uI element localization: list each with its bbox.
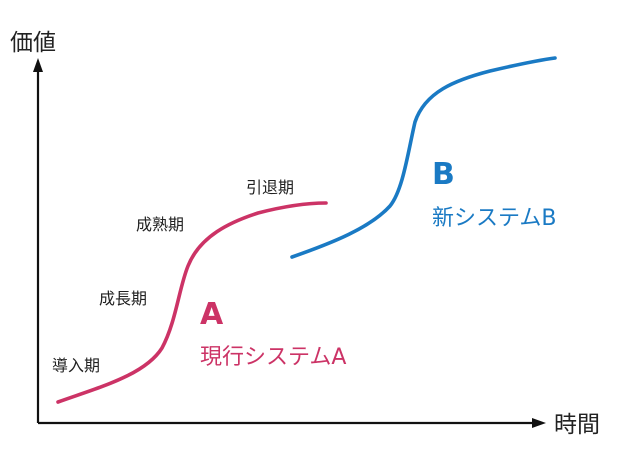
- system-b-letter: B: [432, 157, 455, 192]
- system-a-curve: [56, 201, 328, 404]
- system-b-curve: [290, 56, 557, 259]
- stage-introduction-label: 導入期: [52, 356, 100, 375]
- y-axis-label: 価値: [10, 30, 56, 56]
- system-a-letter: A: [200, 297, 224, 332]
- x-axis-arrowhead: [532, 418, 546, 428]
- stage-decline-label: 引退期: [246, 178, 294, 197]
- system-b-name: 新システムB: [432, 206, 556, 231]
- y-axis-arrowhead: [33, 58, 43, 72]
- x-axis-label: 時間: [554, 412, 600, 438]
- system-a-name: 現行システムA: [200, 345, 346, 370]
- stage-growth-label: 成長期: [99, 289, 147, 308]
- stage-maturity-label: 成熟期: [136, 215, 184, 234]
